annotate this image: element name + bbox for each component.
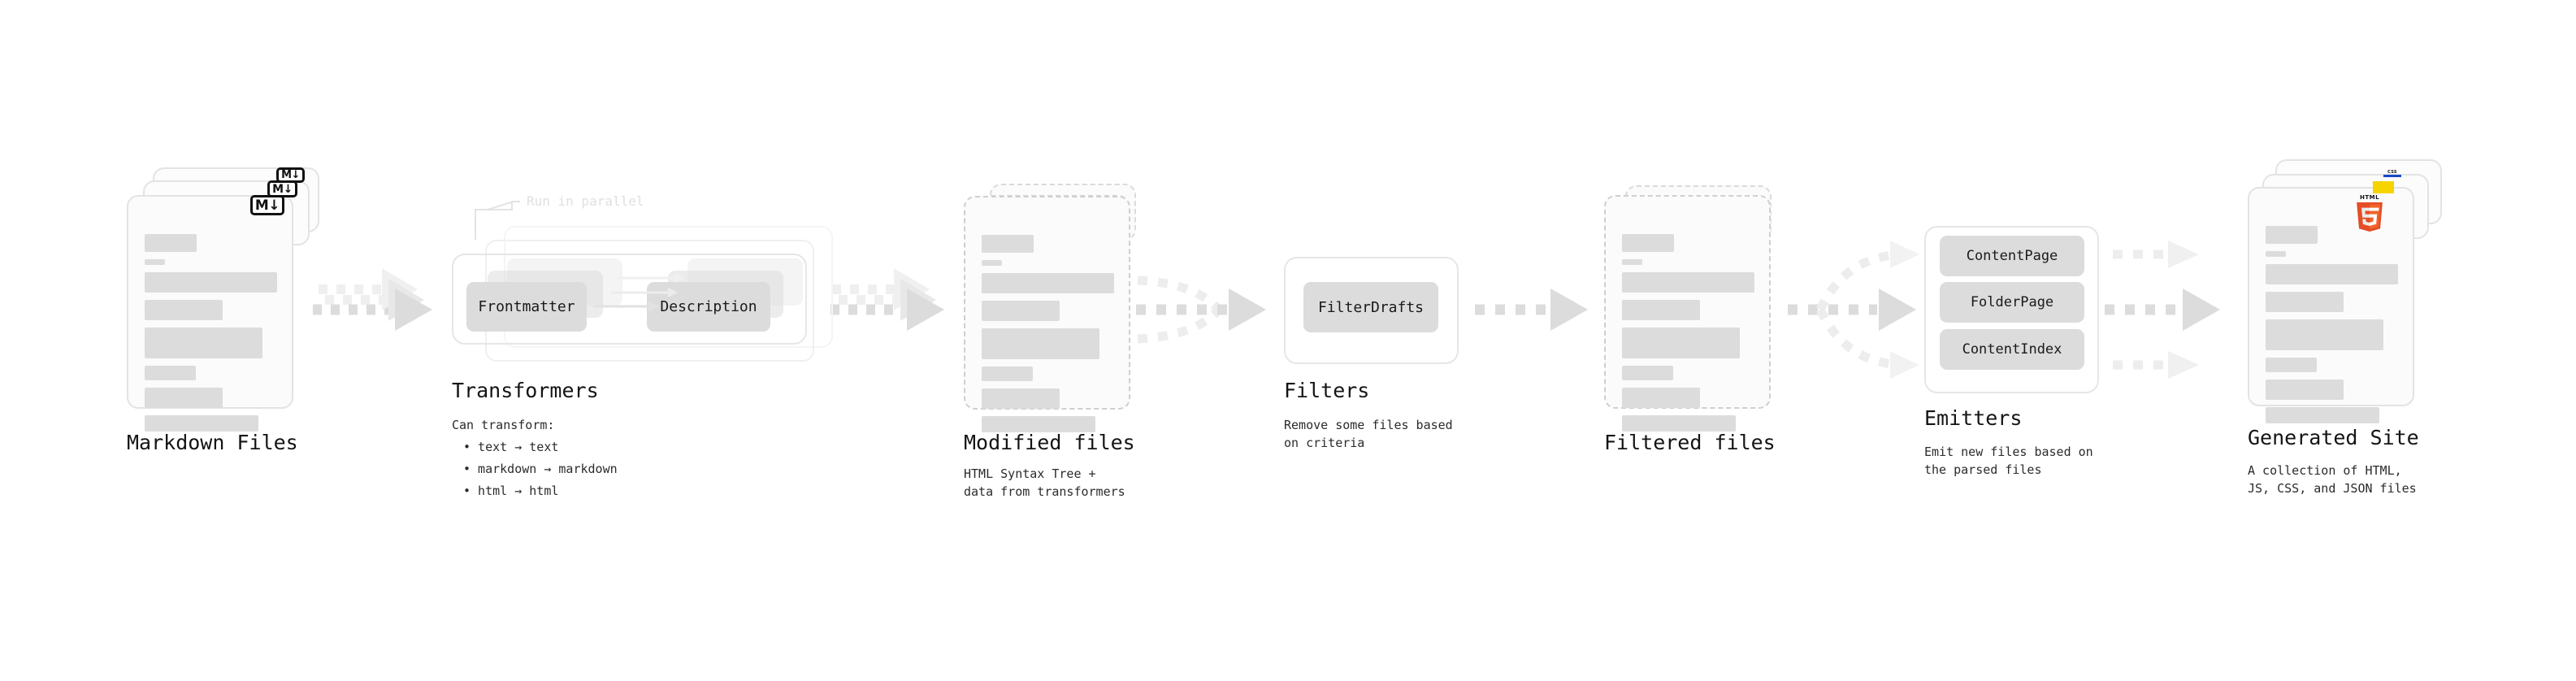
- modified-files-title: Modified files: [964, 431, 1135, 454]
- emitters-description: Emit new files based on the parsed files: [1924, 445, 2093, 477]
- filters-description: Remove some files based on criteria: [1284, 418, 1453, 450]
- site-card-front: [2248, 187, 2414, 423]
- emitters-panel: [1924, 226, 2099, 393]
- filters-chip-filterdrafts-label: FilterDrafts: [1317, 298, 1425, 316]
- conn-md-to-transformers: [313, 268, 432, 331]
- transformers-description: Can transform:: [452, 418, 555, 432]
- markdown-badge-front: M↓: [250, 195, 284, 215]
- conn-transformers-to-modified: [830, 268, 944, 331]
- filtered-skeleton: [1622, 234, 1754, 439]
- conn-filtered-to-emitters: [1788, 241, 1919, 379]
- markdown-card-front: [127, 195, 293, 432]
- generated-site-description: A collection of HTML, JS, CSS, and JSON …: [2248, 463, 2417, 496]
- transformers-bullet-2: • html → html: [463, 484, 559, 498]
- js-badge: [2373, 181, 2394, 193]
- transformer-panel-front: [452, 254, 807, 345]
- conn-emitters-to-site: [2105, 241, 2220, 379]
- markdown-badge-front-text: M↓: [254, 197, 280, 214]
- site-skeleton: [2266, 226, 2398, 431]
- html5-shield-icon: [2357, 202, 2383, 232]
- modified-skeleton: [982, 235, 1114, 440]
- filters-title: Filters: [1284, 379, 1370, 402]
- markdown-skeleton: [145, 234, 277, 439]
- transformer-chip-description-label: Description: [660, 298, 757, 315]
- filters-chip-filterdrafts[interactable]: FilterDrafts: [1303, 282, 1438, 332]
- emitters-chip-folderpage[interactable]: FolderPage: [1940, 282, 2084, 323]
- css-badge-bar: [2383, 175, 2401, 177]
- modified-card-front: [964, 196, 1130, 432]
- conn-modified-to-filters: [1136, 275, 1266, 344]
- transformer-chip-frontmatter-label: Frontmatter: [478, 298, 575, 315]
- transformers-title: Transformers: [452, 379, 599, 402]
- transformer-chip-description[interactable]: Description: [647, 282, 770, 332]
- markdown-badge-back-text: M↓: [281, 169, 300, 181]
- markdown-badge-mid-text: M↓: [272, 182, 293, 196]
- modified-files-description: HTML Syntax Tree + data from transformer…: [964, 466, 1125, 499]
- css-badge-label: CSS: [2387, 170, 2397, 175]
- html5-badge: HTML: [2353, 194, 2386, 233]
- emitters-chip-folderpage-label: FolderPage: [1970, 294, 2054, 310]
- emitters-chip-contentpage[interactable]: ContentPage: [1940, 236, 2084, 276]
- generated-site-title: Generated Site: [2248, 426, 2419, 449]
- markdown-files-title: Markdown Files: [127, 431, 298, 454]
- emitters-chip-contentindex-label: ContentIndex: [1962, 341, 2062, 358]
- transformers-bullet-1: • markdown → markdown: [463, 462, 618, 476]
- markdown-badge-mid: M↓: [267, 180, 297, 197]
- run-in-parallel-label: Run in parallel: [527, 193, 644, 209]
- emitters-title: Emitters: [1924, 406, 2023, 430]
- transformers-bullet-0: • text → text: [463, 440, 559, 454]
- conn-filters-to-filtered: [1475, 288, 1588, 331]
- emitters-chip-contentindex[interactable]: ContentIndex: [1940, 329, 2084, 370]
- emitters-chip-contentpage-label: ContentPage: [1966, 248, 2058, 264]
- filtered-card-front: [1604, 195, 1771, 432]
- css-badge: CSS: [2383, 167, 2401, 177]
- transformer-chip-frontmatter[interactable]: Frontmatter: [466, 282, 587, 332]
- filtered-files-title: Filtered files: [1604, 431, 1776, 454]
- html5-badge-word: HTML: [2359, 194, 2380, 201]
- filters-panel: [1284, 257, 1459, 364]
